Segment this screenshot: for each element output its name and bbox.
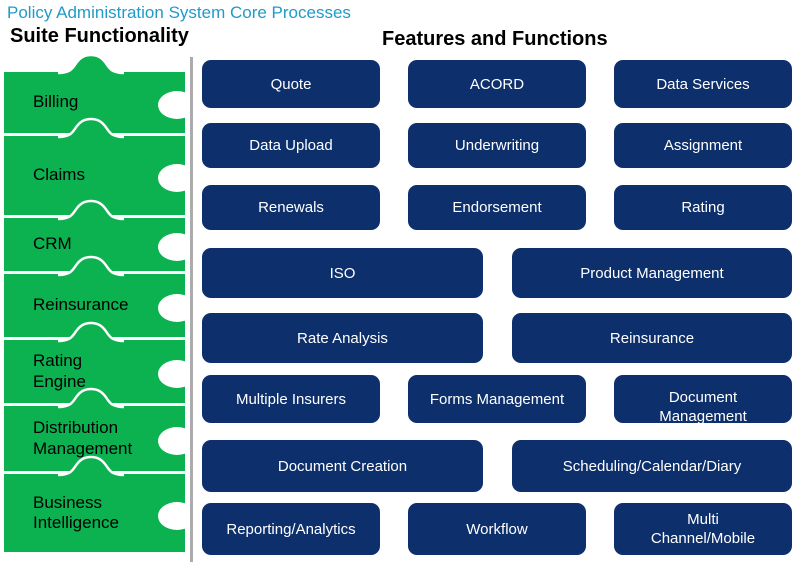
suite-item-reinsurance: Reinsurance <box>33 295 129 315</box>
page-title: Policy Administration System Core Proces… <box>7 3 351 22</box>
feature-rate-analysis: Rate Analysis <box>202 313 483 363</box>
suite-functionality-header: Suite Functionality <box>10 25 189 47</box>
puzzle-knob <box>57 199 125 221</box>
feature-endorsement: Endorsement <box>408 185 586 230</box>
puzzle-socket-notch <box>158 294 196 322</box>
puzzle-knob <box>57 53 125 75</box>
puzzle-piece <box>4 474 185 552</box>
panel-divider-line <box>190 57 193 562</box>
feature-multi-channel-mobile: Multi Channel/Mobile <box>614 503 792 555</box>
feature-document-management: Document Management <box>614 375 792 423</box>
feature-workflow: Workflow <box>408 503 586 555</box>
feature-iso: ISO <box>202 248 483 298</box>
suite-item-claims: Claims <box>33 165 85 185</box>
suite-item-distribution-management: Distribution Management <box>33 418 133 458</box>
feature-document-creation: Document Creation <box>202 440 483 492</box>
features-functions-header: Features and Functions <box>382 28 608 50</box>
feature-assignment: Assignment <box>614 123 792 168</box>
puzzle-knob <box>57 455 125 477</box>
feature-underwriting: Underwriting <box>408 123 586 168</box>
feature-rating: Rating <box>614 185 792 230</box>
puzzle-knob <box>57 117 125 139</box>
suite-item-business-intelligence: Business Intelligence <box>33 492 120 532</box>
suite-item-billing: Billing <box>33 92 79 112</box>
puzzle-knob <box>57 255 125 277</box>
feature-acord: ACORD <box>408 60 586 108</box>
suite-puzzle-graphic <box>4 53 196 552</box>
feature-renewals: Renewals <box>202 185 380 230</box>
puzzle-socket-notch <box>158 427 196 455</box>
feature-scheduling-calendar-diary: Scheduling/Calendar/Diary <box>512 440 792 492</box>
puzzle-socket-notch <box>158 164 196 192</box>
puzzle-knob <box>57 321 125 343</box>
feature-reporting-analytics: Reporting/Analytics <box>202 503 380 555</box>
puzzle-socket-notch <box>158 502 196 530</box>
puzzle-socket-notch <box>158 360 196 388</box>
feature-multiple-insurers: Multiple Insurers <box>202 375 380 423</box>
feature-data-services: Data Services <box>614 60 792 108</box>
feature-forms-management: Forms Management <box>408 375 586 423</box>
suite-item-rating-engine: Rating Engine <box>33 351 86 391</box>
suite-item-crm: CRM <box>33 234 72 254</box>
feature-data-upload: Data Upload <box>202 123 380 168</box>
puzzle-socket-notch <box>158 233 196 261</box>
puzzle-socket-notch <box>158 91 196 119</box>
puzzle-knob <box>57 387 125 409</box>
feature-quote: Quote <box>202 60 380 108</box>
feature-reinsurance: Reinsurance <box>512 313 792 363</box>
feature-product-management: Product Management <box>512 248 792 298</box>
